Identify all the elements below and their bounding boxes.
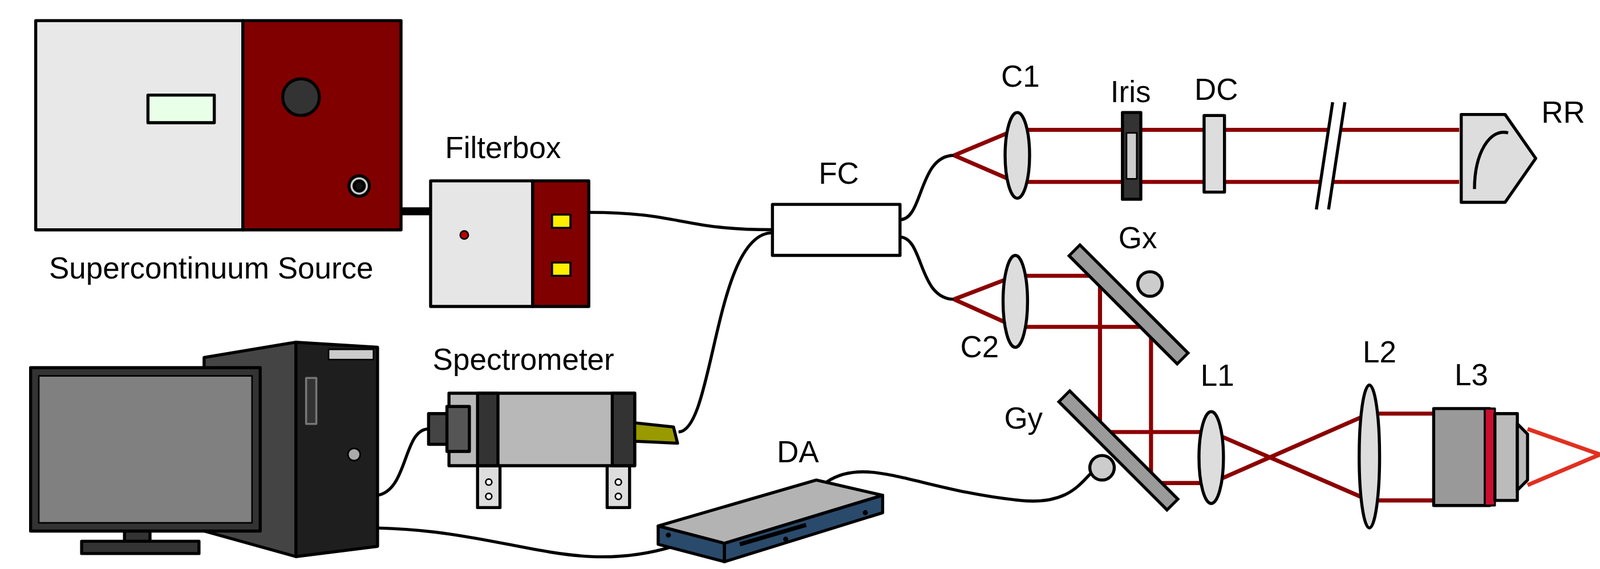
- fiber-cable: [400, 207, 431, 216]
- part-label: L3: [1454, 357, 1489, 391]
- part-label: C1: [1001, 59, 1040, 93]
- component-label: Filterbox: [444, 131, 561, 165]
- component-label: Spectrometer: [432, 342, 615, 376]
- fiber-cable: [588, 212, 773, 230]
- filter-box: Filterbox: [430, 180, 589, 307]
- component-label: FC: [818, 156, 860, 190]
- part-label: L1: [1200, 358, 1235, 392]
- component-label: DA: [776, 435, 820, 469]
- part-label: Gy: [1003, 401, 1043, 435]
- part-label: DC: [1194, 73, 1239, 107]
- part-label: C2: [960, 330, 999, 364]
- spectrometer-box: Spectrometer: [428, 393, 679, 466]
- part-label: RR: [1541, 95, 1586, 129]
- component-label: Supercontinuum Source: [49, 251, 374, 285]
- part-label: Iris: [1110, 75, 1152, 109]
- data-acquisition-box: DA: [658, 479, 883, 562]
- fiber-cable: [678, 232, 773, 432]
- part-label: L2: [1362, 335, 1397, 369]
- light-source: Supercontinuum Source: [35, 20, 401, 230]
- fiber-coupler: FC: [772, 204, 901, 255]
- part-label: Gx: [1118, 221, 1158, 255]
